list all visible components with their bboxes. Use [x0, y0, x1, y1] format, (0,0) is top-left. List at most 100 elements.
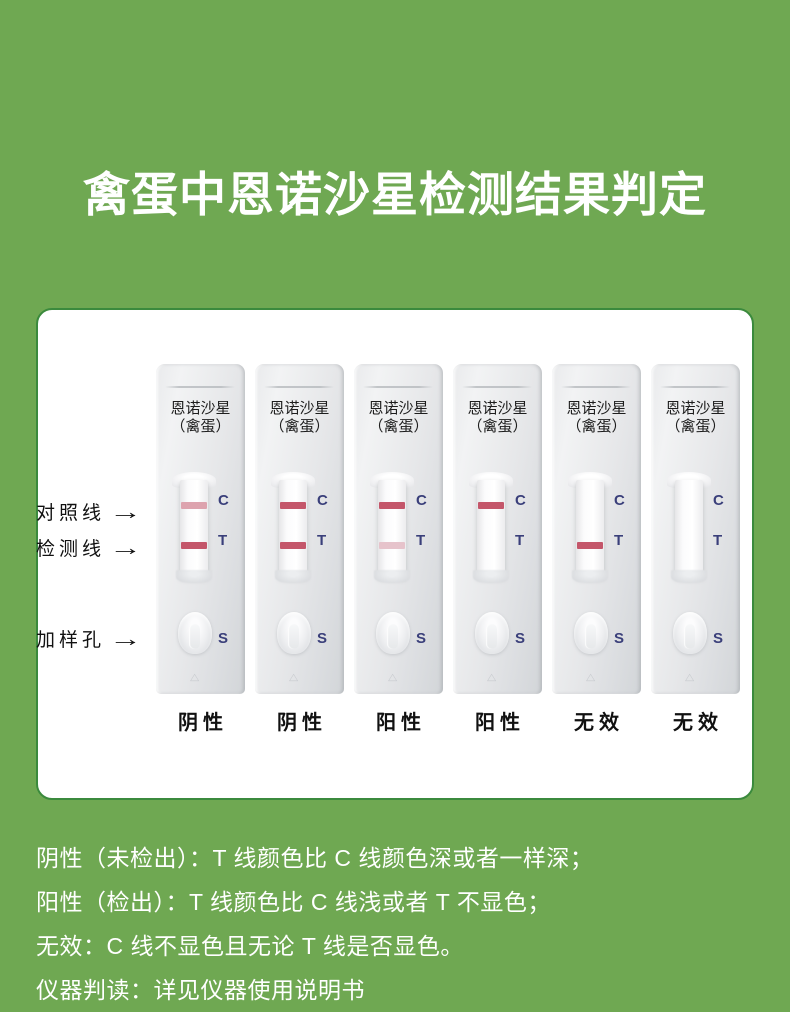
arrow-right-icon: → [109, 498, 143, 524]
result-window-foot [473, 570, 509, 583]
test-line-band [181, 542, 207, 549]
result-window-foot [572, 570, 608, 583]
result-window [279, 480, 307, 578]
control-marker-label: C [317, 492, 328, 509]
control-line-band [577, 502, 603, 509]
cassette-groove [561, 386, 631, 388]
sample-marker-label: S [614, 630, 625, 647]
chevron-up-icon: △ [685, 671, 695, 683]
legend-text-block: 阴性（未检出）：T 线颜色比 C 线颜色深或者一样深； 阳性（检出）：T 线颜色比… [36, 836, 776, 1012]
cassette-brand-sub: （禽蛋） [368, 417, 429, 435]
result-label: 无效 [673, 712, 723, 734]
sample-marker-label: S [515, 630, 526, 647]
test-marker-label: T [317, 532, 327, 549]
cassette-brand-sub: （禽蛋） [566, 417, 627, 435]
cassette-brand-sub: （禽蛋） [665, 417, 726, 435]
cassette-brand-main: 恩诺沙星 [170, 400, 231, 417]
result-label: 阳性 [376, 712, 426, 734]
annotation-control-line: 对照线 → [36, 498, 142, 525]
chevron-up-icon: △ [487, 671, 497, 683]
cassette-brand-sub: （禽蛋） [467, 417, 528, 435]
sample-marker-label: S [713, 630, 724, 647]
test-line-band [379, 542, 405, 549]
chevron-up-icon: △ [586, 671, 596, 683]
test-cassette: 恩诺沙星（禽蛋） C T S △ [453, 364, 542, 694]
result-window-foot [374, 570, 410, 583]
sample-well [178, 612, 212, 654]
arrow-right-icon: → [109, 625, 143, 651]
sample-well [475, 612, 509, 654]
result-window-foot [176, 570, 212, 583]
test-line-band [577, 542, 603, 549]
control-line-band [280, 502, 306, 509]
result-label: 阴性 [178, 712, 228, 734]
chevron-up-icon: △ [289, 671, 299, 683]
test-marker-label: T [416, 532, 426, 549]
arrow-right-icon: → [109, 534, 143, 560]
result-window-foot [671, 570, 707, 583]
control-line-band [181, 502, 207, 509]
sample-well [574, 612, 608, 654]
result-window [378, 480, 406, 578]
test-marker-label: T [614, 532, 624, 549]
legend-line: 阳性（检出）：T 线颜色比 C 线浅或者 T 不显色； [36, 889, 551, 915]
cassette-brand-label: 恩诺沙星（禽蛋） [552, 400, 641, 435]
test-line-band [478, 542, 504, 549]
legend-line: 阴性（未检出）：T 线颜色比 C 线颜色深或者一样深； [36, 845, 594, 871]
control-marker-label: C [614, 492, 625, 509]
chevron-up-icon: △ [190, 671, 200, 683]
test-strip-column: 恩诺沙星（禽蛋） C T S △ 无效 [552, 364, 641, 788]
cassette-groove [165, 386, 235, 388]
control-line-band [478, 502, 504, 509]
cassette-brand-sub: （禽蛋） [269, 417, 330, 435]
cassette-brand-sub: （禽蛋） [170, 417, 231, 435]
result-window [675, 480, 703, 578]
test-marker-label: T [515, 532, 525, 549]
sample-well [376, 612, 410, 654]
result-window [477, 480, 505, 578]
sample-well [277, 612, 311, 654]
cassette-brand-main: 恩诺沙星 [269, 400, 330, 417]
annotation-sample-well-label: 加样孔 [36, 630, 106, 651]
chevron-up-icon: △ [388, 671, 398, 683]
control-line-band [676, 502, 702, 509]
test-line-band [676, 542, 702, 549]
test-cassette: 恩诺沙星（禽蛋） C T S △ [354, 364, 443, 694]
cassette-brand-main: 恩诺沙星 [665, 400, 726, 417]
test-strip-column: 恩诺沙星（禽蛋） C T S △ 阳性 [453, 364, 542, 788]
cassette-brand-label: 恩诺沙星（禽蛋） [255, 400, 344, 435]
sample-marker-label: S [218, 630, 229, 647]
annotation-test-line: 检测线 → [36, 534, 142, 561]
annotation-test-line-label: 检测线 [36, 539, 106, 560]
legend-line: 无效：C 线不显色且无论 T 线是否显色。 [36, 933, 464, 959]
control-marker-label: C [515, 492, 526, 509]
test-strip-column: 恩诺沙星（禽蛋） C T S △ 阳性 [354, 364, 443, 788]
cassette-brand-main: 恩诺沙星 [566, 400, 627, 417]
result-label: 无效 [574, 712, 624, 734]
result-window [180, 480, 208, 578]
result-label: 阳性 [475, 712, 525, 734]
control-marker-label: C [416, 492, 427, 509]
cassette-groove [660, 386, 730, 388]
annotation-sample-well: 加样孔 → [36, 625, 142, 652]
result-label: 阴性 [277, 712, 327, 734]
cassette-groove [264, 386, 334, 388]
cassette-brand-label: 恩诺沙星（禽蛋） [651, 400, 740, 435]
result-window-foot [275, 570, 311, 583]
annotation-control-line-label: 对照线 [36, 503, 106, 524]
control-marker-label: C [713, 492, 724, 509]
test-marker-label: T [218, 532, 228, 549]
sample-marker-label: S [416, 630, 427, 647]
sample-well [673, 612, 707, 654]
cassette-groove [462, 386, 532, 388]
control-line-band [379, 502, 405, 509]
cassette-brand-label: 恩诺沙星（禽蛋） [354, 400, 443, 435]
cassette-brand-main: 恩诺沙星 [467, 400, 528, 417]
